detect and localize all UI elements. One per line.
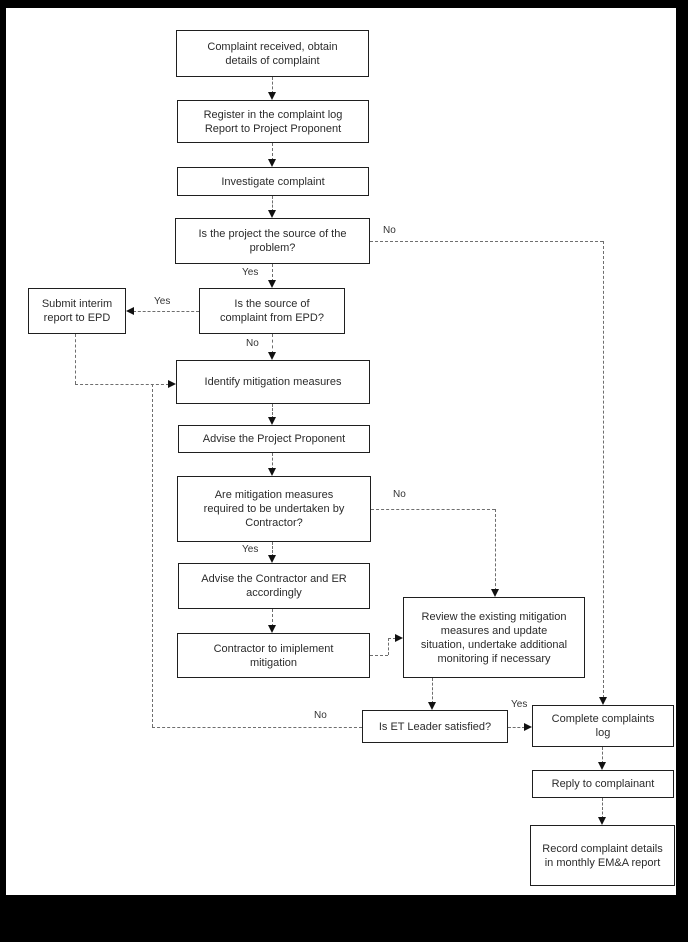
edge-label-no: No [383,225,396,236]
edge-register-to-investigate [272,143,273,161]
arrowhead-down-icon [268,352,276,360]
arrowhead-down-icon [268,625,276,633]
node-record-complaint-details: Record complaint details in monthly EM&A… [530,825,675,886]
edge-label-yes: Yes [154,296,171,307]
edge-submit-interim-to-identify [75,384,169,385]
node-register-complaint-log: Register in the complaint log Report to … [177,100,369,143]
edge-submit-interim-down [75,334,76,384]
node-identify-mitigation-measures: Identify mitigation measures [176,360,370,404]
node-complaint-received: Complaint received, obtain details of co… [176,30,369,77]
edge-label-no: No [246,338,259,349]
edge-investigate-to-project-source [272,196,273,212]
edge-mitigation-no-horizontal [371,509,495,510]
arrowhead-right-icon [168,380,176,388]
node-source-epd-question: Is the source of complaint from EPD? [199,288,345,334]
arrowhead-down-icon [268,555,276,563]
edge-review-to-et [432,678,433,704]
node-complete-complaints-log: Complete complaints log [532,705,674,747]
edge-implement-to-review-b [388,638,389,655]
edge-label-no: No [314,710,327,721]
edge-project-source-yes [272,264,273,282]
arrowhead-down-icon [491,589,499,597]
arrowhead-down-icon [268,92,276,100]
edge-label-yes: Yes [242,544,259,555]
edge-advise-to-mitigation-q [272,453,273,470]
edge-advise-contractor-to-implement [272,609,273,627]
arrowhead-right-icon [524,723,532,731]
node-et-leader-satisfied-question: Is ET Leader satisfied? [362,710,508,743]
edge-implement-to-review-c [388,638,396,639]
edge-feedback-vertical [152,384,153,727]
arrowhead-down-icon [599,697,607,705]
edge-complaint-to-register [272,77,273,94]
edge-identify-to-advise [272,404,273,419]
edge-reply-to-record [602,798,603,819]
node-advise-contractor-er: Advise the Contractor and ER accordingly [178,563,370,609]
arrowhead-down-icon [268,159,276,167]
edge-project-source-no-vertical [603,241,604,698]
edge-mitigation-yes [272,542,273,557]
node-advise-project-proponent: Advise the Project Proponent [178,425,370,453]
arrowhead-right-icon [395,634,403,642]
edge-implement-to-review-a [370,655,388,656]
arrowhead-down-icon [268,210,276,218]
edge-label-yes: Yes [242,267,259,278]
edge-mitigation-no-vertical [495,509,496,591]
edge-label-yes: Yes [511,699,528,710]
edge-et-satisfied-yes [508,727,525,728]
arrowhead-down-icon [598,817,606,825]
node-submit-interim-report: Submit interim report to EPD [28,288,126,334]
node-investigate-complaint: Investigate complaint [177,167,369,196]
node-contractor-implement-mitigation: Contractor to imiplement mitigation [177,633,370,678]
edge-label-no: No [393,489,406,500]
arrowhead-down-icon [598,762,606,770]
arrowhead-down-icon [268,468,276,476]
arrowhead-left-icon [126,307,134,315]
edge-source-epd-no [272,334,273,354]
edge-et-satisfied-no [152,727,362,728]
edge-project-source-no-horizontal [370,241,603,242]
edge-source-epd-yes [133,311,199,312]
edge-complete-to-reply [602,747,603,764]
arrowhead-down-icon [268,417,276,425]
node-mitigation-required-question: Are mitigation measures required to be u… [177,476,371,542]
arrowhead-down-icon [268,280,276,288]
node-reply-to-complainant: Reply to complainant [532,770,674,798]
arrowhead-down-icon [428,702,436,710]
node-project-source-question: Is the project the source of the problem… [175,218,370,264]
node-review-existing-mitigation: Review the existing mitigation measures … [403,597,585,678]
